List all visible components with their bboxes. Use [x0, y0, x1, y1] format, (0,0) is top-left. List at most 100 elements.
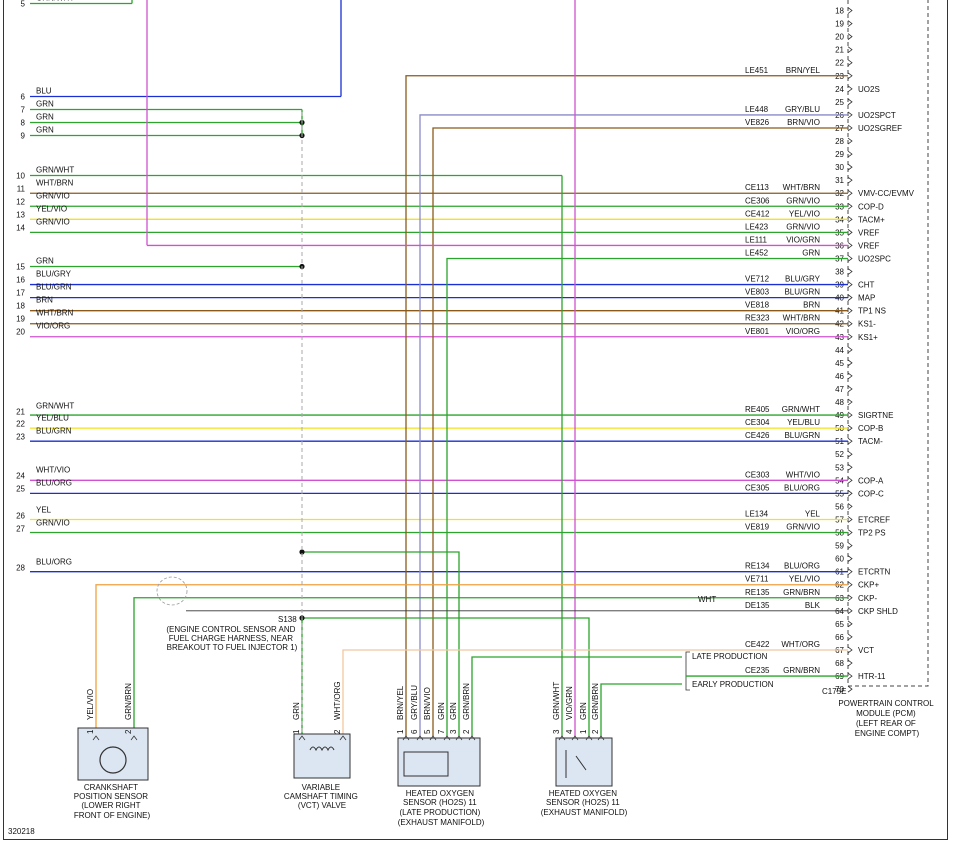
- left-wire-color-label: GRN/VIO: [36, 192, 70, 201]
- pcm-pin-row: 29: [835, 150, 853, 159]
- ho2s-pin-number: 3: [552, 729, 561, 734]
- pcm-pin-function: COP-C: [858, 489, 884, 498]
- left-wire-color-label: BLU/GRN: [36, 283, 72, 292]
- vct-label-line: CAMSHAFT TIMING: [284, 792, 358, 801]
- pcm-pin-terminal: [847, 424, 853, 432]
- pcm-pin-function: KS1-: [858, 320, 876, 329]
- vct-pin-color: GRN: [292, 702, 301, 720]
- left-wire-number: 7: [21, 106, 26, 115]
- pcm-circuit-color: GRN/VIO: [786, 523, 820, 532]
- pcm-pin-terminal: [847, 242, 853, 249]
- pcm-pin-terminal: [847, 150, 853, 158]
- splice-id: S138: [278, 615, 297, 624]
- pcm-pin-terminal: [847, 229, 853, 236]
- pcm-pin-terminal: [847, 20, 853, 27]
- pcm-pin-terminal: [847, 320, 853, 328]
- left-wire-number: 8: [21, 119, 26, 128]
- pcm-circuit-color: BLK: [805, 601, 821, 610]
- splice-dot: [299, 549, 305, 555]
- pcm-pin-terminal: [847, 450, 853, 458]
- left-wire-number: 14: [16, 224, 25, 233]
- left-wire-color-label: GRN/WHT: [36, 166, 74, 175]
- pcm-pin-terminal: [847, 555, 853, 562]
- ho2s-late-pin-terminal: [416, 735, 424, 741]
- pcm-circuit-color: WHT/BRN: [783, 314, 821, 323]
- ho2s-label: HEATED OXYGEN SENSOR (HO2S) 11 (EXHAUST …: [541, 789, 628, 817]
- pcm-pin-terminal: [847, 98, 853, 106]
- pcm-pin-row: 53: [835, 463, 853, 472]
- ckp-sensor-label: CRANKSHAFT POSITION SENSOR (LOWER RIGHT …: [74, 783, 151, 820]
- pcm-pin-terminal: [847, 137, 853, 145]
- pcm-pin-function: TACM+: [858, 215, 885, 224]
- pcm-circuit-color: YEL/BLU: [787, 418, 820, 427]
- pcm-connector-id: C175E: [822, 687, 846, 696]
- ho2s-late-wire-brnyel: [405, 75, 848, 736]
- pcm-circuit-id: CE426: [745, 431, 770, 440]
- pcm-connector-outline: [847, 0, 929, 687]
- pcm-pin-number: 24: [835, 85, 844, 94]
- pcm-circuit-id: VE803: [745, 288, 770, 297]
- left-wire-number: 5: [21, 0, 26, 9]
- pcm-pin-terminal: [847, 685, 853, 693]
- left-wire-number: 15: [16, 263, 25, 272]
- pcm-pin-number: 66: [835, 633, 844, 642]
- pcm-circuit-color: BLU/GRY: [785, 275, 821, 284]
- ho2s-late-label-line: (EXHAUST MANIFOLD): [398, 818, 485, 827]
- pcm-pin-row: 30: [835, 163, 853, 172]
- ho2s-pin-number: 4: [565, 729, 574, 734]
- vct-label-line: (VCT) VALVE: [298, 801, 346, 810]
- pcm-circuit-id: DE135: [745, 601, 770, 610]
- ckp-label-line: CRANKSHAFT: [84, 783, 138, 792]
- pcm-pin-row: 60: [835, 555, 853, 564]
- pcm-pin-terminal: [847, 516, 853, 523]
- left-wire-color-label: WHT/VIO: [36, 466, 70, 475]
- pcm-pin-number: 45: [835, 359, 844, 368]
- pcm-pin-terminal: [847, 594, 853, 602]
- ho2s-body: [555, 737, 613, 787]
- pcm-pin-row: 48: [835, 398, 853, 407]
- pcm-pin-row: 70: [835, 685, 853, 694]
- pcm-pin-terminal: [847, 163, 853, 171]
- left-wire-number: 20: [16, 328, 25, 337]
- ho2s-pin-terminal: [571, 735, 579, 741]
- pcm-pin-number: 47: [835, 385, 844, 394]
- ckp-pin-number: 2: [124, 729, 133, 734]
- ho2s-element-icon: [565, 750, 587, 778]
- left-wire-color-label: BLU/ORG: [36, 558, 72, 567]
- pcm-pin-row: 46: [835, 372, 853, 381]
- left-wire-color-label: BLU/ORG: [36, 479, 72, 488]
- ho2s-label-line: SENSOR (HO2S) 11: [546, 798, 620, 807]
- pcm-pin-terminal: [847, 307, 853, 314]
- pcm-pin-number: 65: [835, 620, 844, 629]
- pcm-circuit-id: VE818: [745, 301, 770, 310]
- pcm-circuit-color: WHT/VIO: [786, 470, 820, 479]
- pcm-pin-number: 22: [835, 59, 844, 68]
- left-wire-number: 17: [16, 289, 25, 298]
- left-wire-number: 10: [16, 172, 25, 181]
- ckp-pin-color: YEL/VIO: [86, 689, 95, 720]
- pcm-title-line: ENGINE COMPT): [855, 729, 920, 738]
- ho2s-late-pin-terminal: [402, 735, 410, 741]
- ho2s-late-pin-color: GRY/BLU: [410, 685, 419, 720]
- pcm-circuit-color: GRY/BLU: [785, 105, 820, 114]
- pcm-pin-function: UO2SPC: [858, 254, 891, 263]
